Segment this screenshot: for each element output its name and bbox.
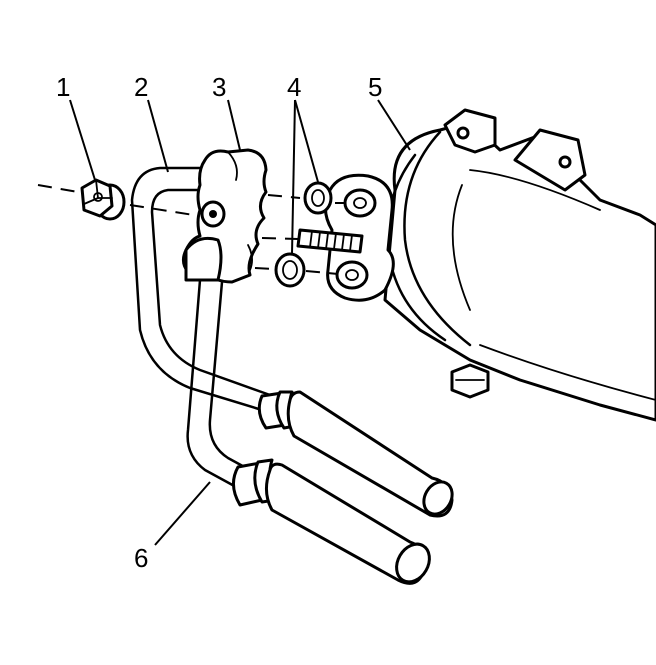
callout-5: 5 bbox=[368, 72, 382, 102]
compressor-housing bbox=[324, 108, 656, 422]
leader-lines bbox=[69, 99, 411, 546]
rear-hose-line bbox=[130, 166, 454, 518]
manifold-block bbox=[181, 148, 268, 284]
hex-nut bbox=[80, 178, 126, 221]
callout-1: 1 bbox=[56, 72, 70, 102]
alignment-lines bbox=[37, 184, 346, 275]
front-hose-line bbox=[186, 278, 431, 585]
seal-washer-lower bbox=[274, 252, 306, 288]
callout-labels: 1 2 3 4 5 6 bbox=[56, 72, 382, 573]
callout-6: 6 bbox=[134, 543, 148, 573]
callout-3: 3 bbox=[212, 72, 226, 102]
callout-2: 2 bbox=[134, 72, 148, 102]
seal-washer-upper bbox=[303, 181, 333, 215]
mounting-stud bbox=[296, 228, 364, 254]
callout-4: 4 bbox=[287, 72, 301, 102]
